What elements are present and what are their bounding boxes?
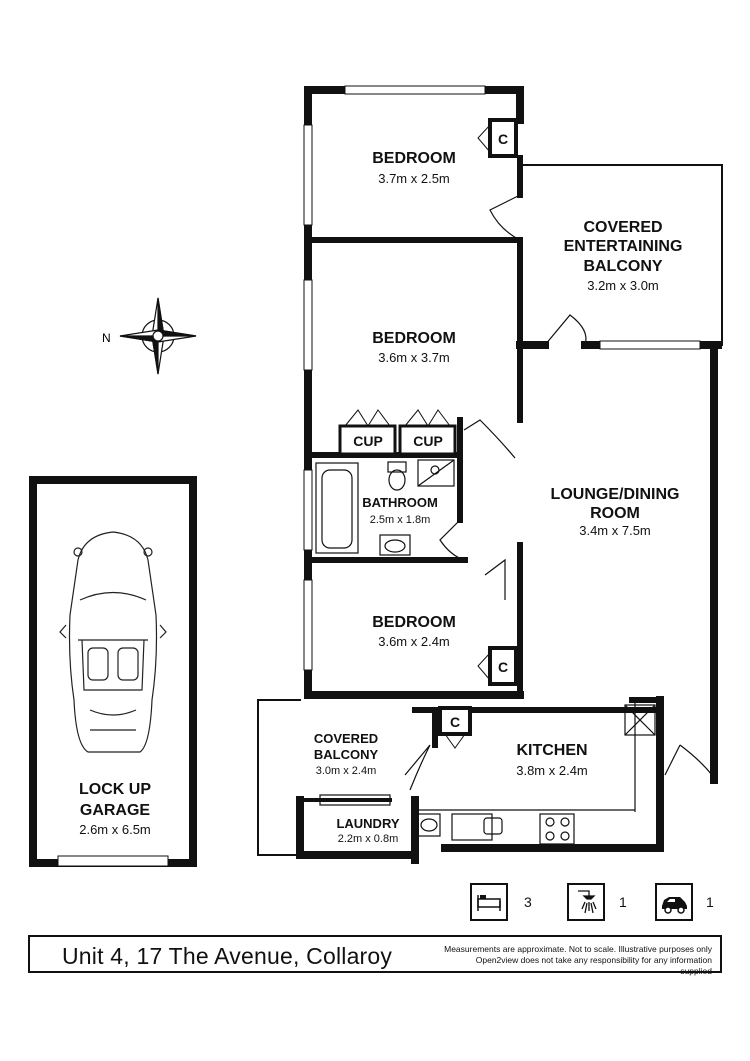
room-balcony-top: COVERED ENTERTAINING BALCONY 3.2m x 3.0m (564, 219, 683, 293)
bed-icon (470, 883, 508, 921)
room-name-line2: GARAGE (80, 802, 151, 819)
room-name: BATHROOM (362, 495, 438, 510)
cupboard-label: C (498, 131, 508, 147)
cupboard-label: C (450, 714, 460, 730)
disclaimer-line-2: Open2view does not take any responsibili… (475, 955, 712, 976)
footer-bar: Unit 4, 17 The Avenue, Collaroy Measurem… (28, 935, 722, 976)
room-name-line1: LOUNGE/DINING (551, 486, 680, 503)
room-laundry: LAUNDRY 2.2m x 0.8m (336, 816, 399, 845)
car-icon (59, 531, 167, 753)
room-dims: 3.0m x 2.4m (316, 765, 377, 777)
walls (257, 86, 723, 864)
room-name-line1: COVERED (583, 219, 662, 236)
room-name: LAUNDRY (336, 816, 399, 831)
cupboard-c-3: C (438, 706, 472, 749)
bathroom-fixtures (315, 459, 455, 556)
room-dims: 3.6m x 2.4m (378, 634, 450, 649)
property-address: Unit 4, 17 The Avenue, Collaroy (62, 943, 393, 969)
cupboard-label: C (498, 659, 508, 675)
room-dims: 2.2m x 0.8m (338, 833, 399, 845)
room-dims: 3.2m x 3.0m (587, 278, 659, 293)
room-name: BEDROOM (372, 330, 456, 347)
shower-icon (567, 883, 605, 921)
cupboard-cup-1: CUP (338, 409, 397, 456)
room-lounge: LOUNGE/DINING ROOM 3.4m x 7.5m (551, 486, 680, 538)
room-name: BEDROOM (372, 614, 456, 631)
room-dims: 3.6m x 3.7m (378, 350, 450, 365)
windows (303, 85, 701, 671)
doors (404, 194, 713, 791)
compass-north-label: N (102, 331, 111, 345)
cupboard-label: CUP (413, 433, 443, 449)
bathroom-count: 1 (619, 894, 627, 910)
room-bedroom-2: BEDROOM 3.6m x 3.7m (372, 330, 456, 365)
parking-count: 1 (706, 894, 714, 910)
room-dims: 2.6m x 6.5m (79, 822, 151, 837)
room-dims: 3.8m x 2.4m (516, 763, 588, 778)
garage (29, 476, 197, 867)
bedroom-count: 3 (524, 894, 532, 910)
room-garage: LOCK UP GARAGE 2.6m x 6.5m (79, 781, 151, 837)
room-bedroom-3: BEDROOM 3.6m x 2.4m (372, 614, 456, 649)
room-balcony-bottom: COVERED BALCONY 3.0m x 2.4m (314, 731, 379, 777)
room-name-line3: BALCONY (583, 258, 662, 275)
room-name: BEDROOM (372, 150, 456, 167)
cupboard-c-2: C (477, 646, 518, 686)
room-name-line2: ROOM (590, 505, 640, 522)
room-name-line2: BALCONY (314, 747, 379, 762)
room-name-line2: ENTERTAINING (564, 238, 683, 255)
room-dims: 2.5m x 1.8m (370, 514, 431, 526)
room-name-line1: LOCK UP (79, 781, 151, 798)
disclaimer: Measurements are approximate. Not to sca… (442, 944, 712, 977)
room-name-line1: COVERED (314, 731, 378, 746)
cupboard-label: CUP (353, 433, 383, 449)
cupboard-c-1: C (477, 118, 518, 158)
compass-icon (119, 297, 197, 375)
kitchen-fixtures (319, 700, 656, 845)
room-bedroom-1: BEDROOM 3.7m x 2.5m (372, 150, 456, 186)
room-name: KITCHEN (516, 742, 587, 759)
disclaimer-line-1: Measurements are approximate. Not to sca… (444, 944, 712, 954)
room-dims: 3.4m x 7.5m (579, 523, 651, 538)
car-icon (655, 883, 693, 921)
cupboard-cup-2: CUP (398, 409, 457, 456)
room-kitchen: KITCHEN 3.8m x 2.4m (516, 742, 588, 778)
room-bathroom: BATHROOM 2.5m x 1.8m (362, 495, 438, 526)
room-dims: 3.7m x 2.5m (378, 171, 450, 186)
